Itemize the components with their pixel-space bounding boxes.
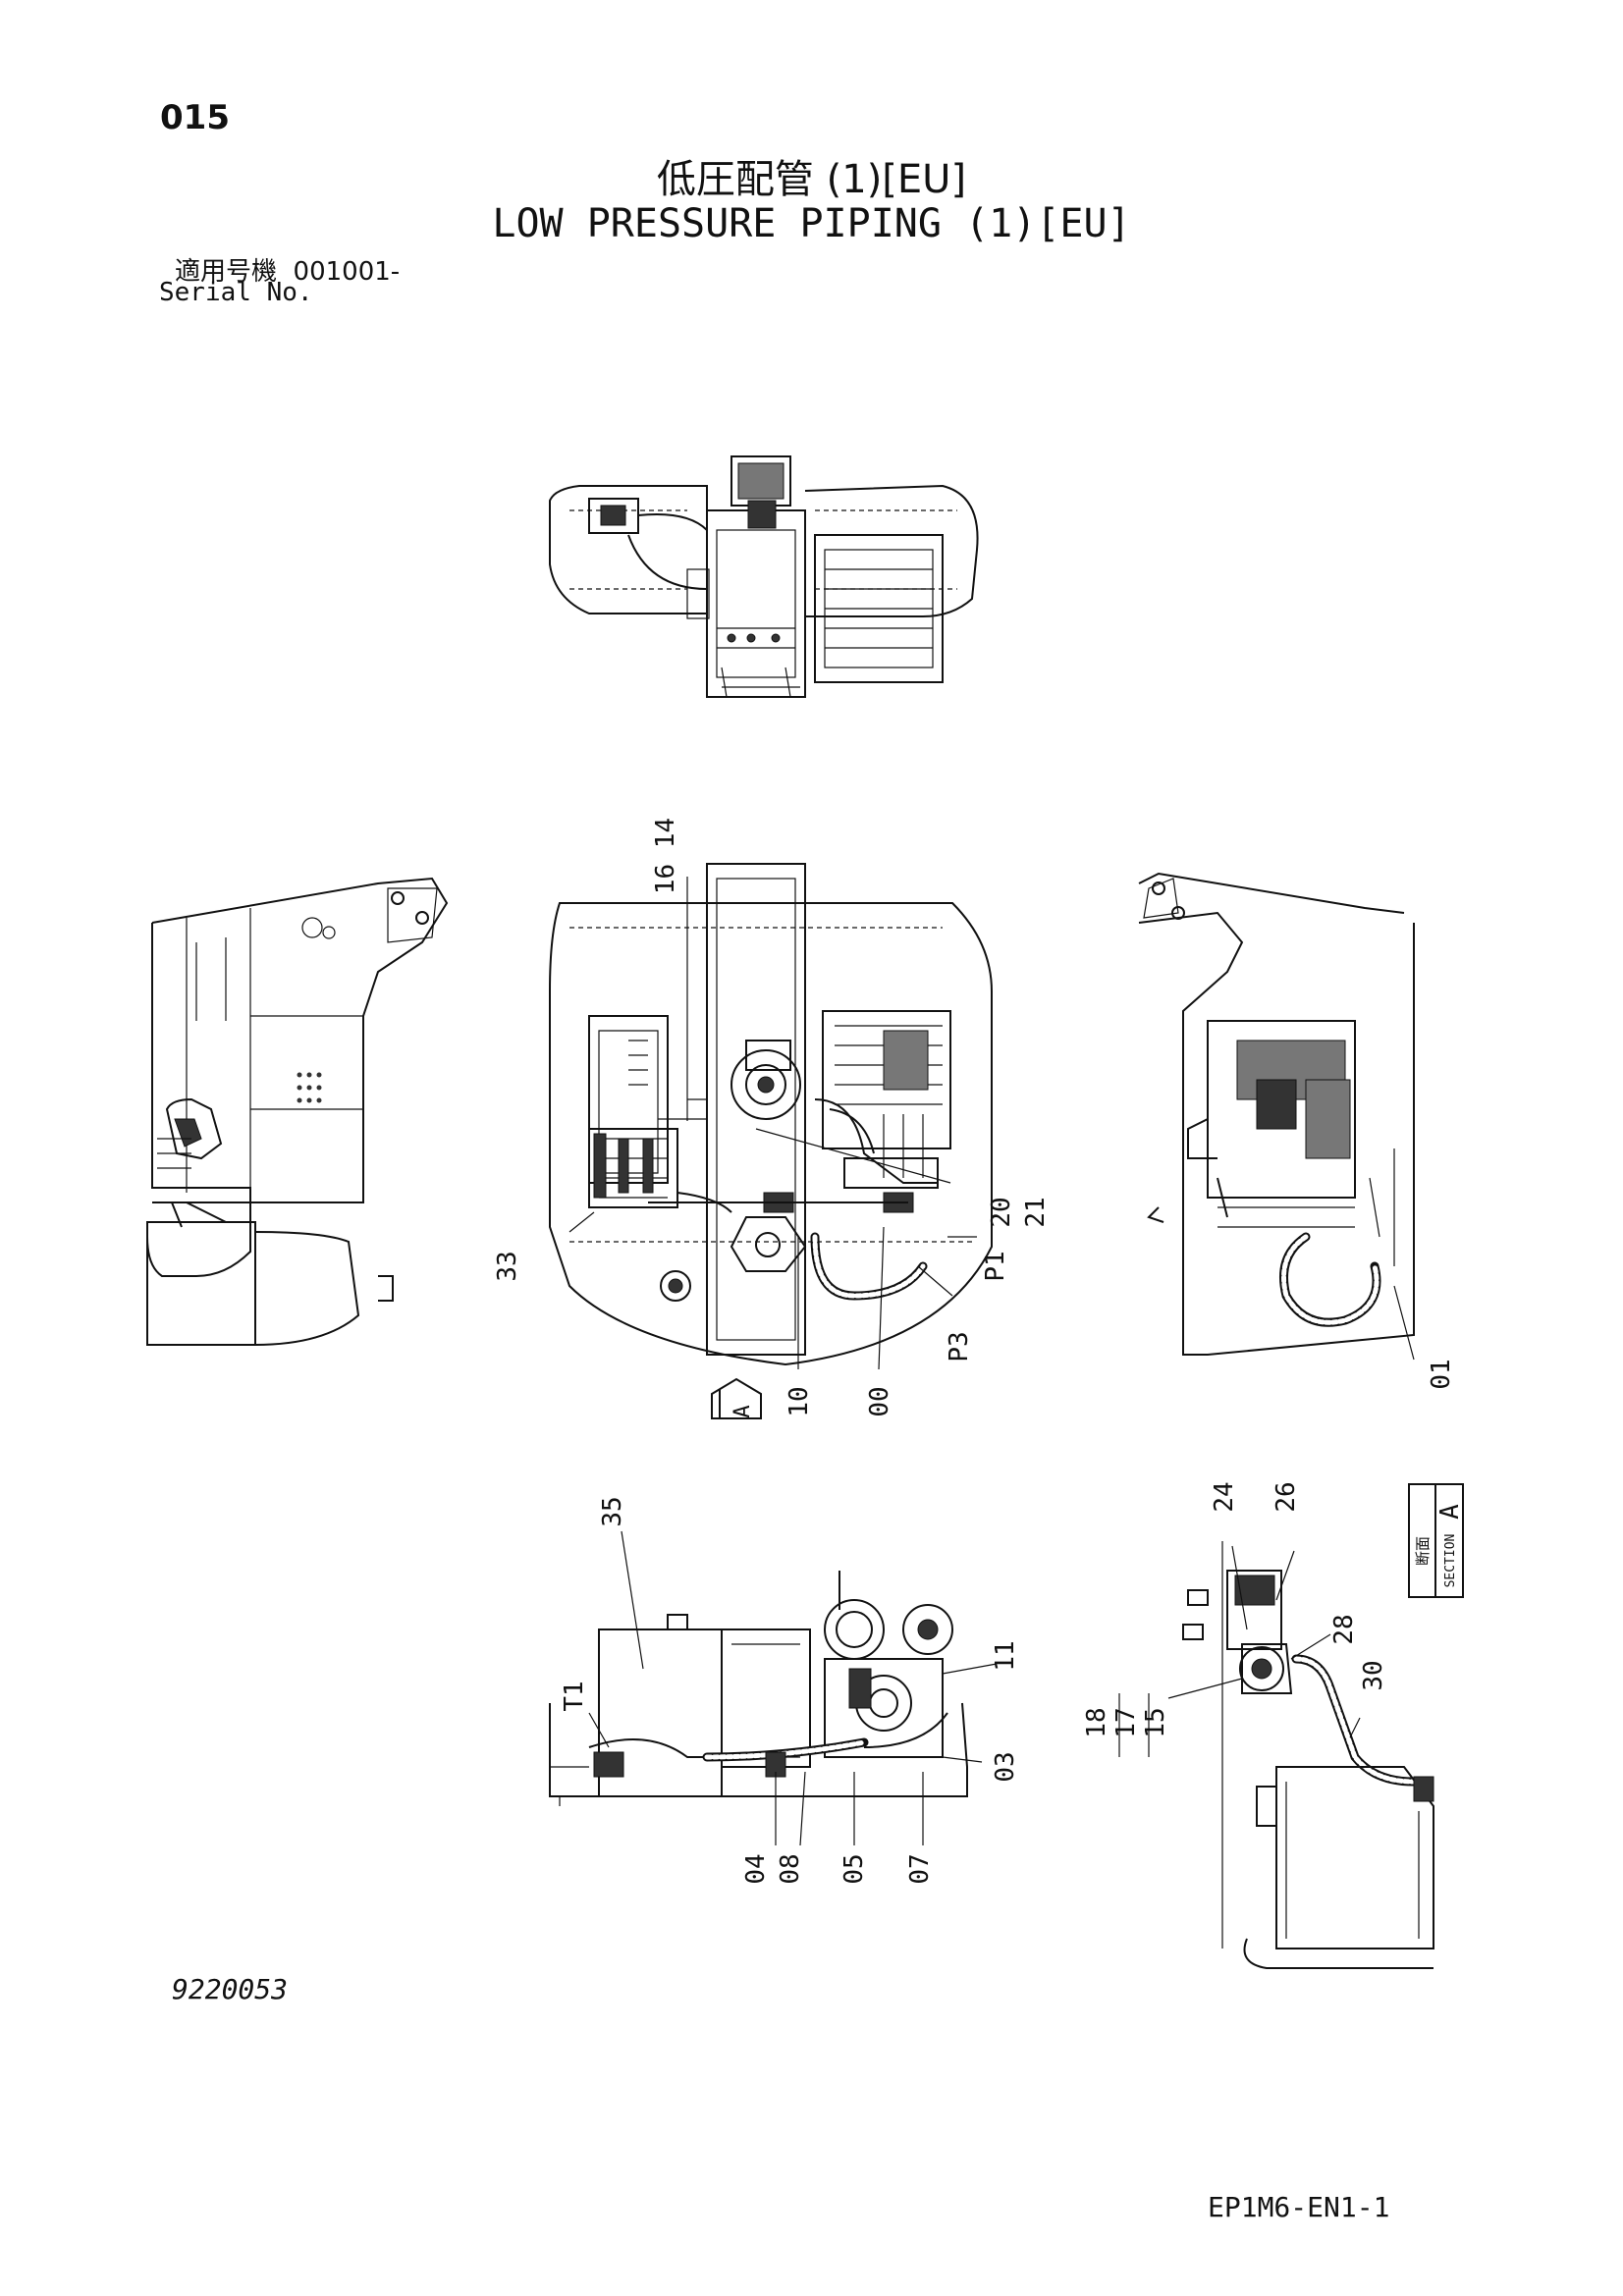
callout-18: 18 <box>1082 1707 1111 1737</box>
callout-11: 11 <box>991 1640 1020 1671</box>
section-arrow-a <box>711 1377 762 1419</box>
callout-17: 17 <box>1111 1707 1141 1737</box>
drawing-number: 9220053 <box>172 1973 289 2005</box>
bottom-side-view-drawing <box>549 1571 968 1806</box>
top-view-drawing <box>549 455 979 698</box>
serial-value: 001001- <box>293 257 401 287</box>
callout-24: 24 <box>1210 1481 1239 1512</box>
callout-26: 26 <box>1271 1481 1301 1512</box>
section-box-letter: A <box>1435 1504 1465 1520</box>
page-title-english: LOW PRESSURE PIPING (1)[EU] <box>492 201 1131 246</box>
page-title-japanese: 低圧配管 (1)[EU] <box>656 157 967 202</box>
page-number: 015 <box>160 98 230 137</box>
callout-07: 07 <box>905 1853 935 1884</box>
callout-35: 35 <box>598 1496 627 1526</box>
bottom-callout-leaders <box>588 1530 998 1846</box>
callout-00: 00 <box>865 1386 894 1416</box>
serial-applicability: 適用号機 001001- <box>175 251 400 288</box>
callout-a-arrow: A <box>730 1405 755 1417</box>
callout-08: 08 <box>776 1853 805 1884</box>
right-side-view-drawing <box>1138 872 1415 1361</box>
callout-p1: P1 <box>981 1251 1010 1281</box>
callout-04: 04 <box>741 1853 771 1884</box>
callout-15: 15 <box>1141 1707 1170 1737</box>
serial-label-jp: 適用号機 <box>175 257 278 287</box>
callout-10: 10 <box>784 1386 814 1416</box>
center-callout-leaders <box>568 877 977 1370</box>
callout-16-14: 16 14 <box>651 818 680 894</box>
callout-20: 20 <box>987 1197 1016 1227</box>
callout-21: 21 <box>1021 1197 1051 1227</box>
callout-p3: P3 <box>945 1331 974 1362</box>
callout-33: 33 <box>493 1251 522 1281</box>
callout-28: 28 <box>1329 1614 1359 1644</box>
callout-t1: T1 <box>560 1681 589 1711</box>
center-plan-view-drawing <box>549 863 993 1366</box>
serial-label-en: Serial No. <box>159 278 313 307</box>
callout-03: 03 <box>991 1751 1020 1782</box>
callout-05: 05 <box>839 1853 869 1884</box>
document-code: EP1M6-EN1-1 <box>1208 2191 1390 2223</box>
section-a-label-box: A 断面 SECTION <box>1408 1483 1465 1598</box>
section-a-detail-drawing <box>1182 1541 1434 1969</box>
section-a-callout-leaders <box>1167 1545 1361 1738</box>
left-side-view-drawing <box>146 877 449 1346</box>
callout-30: 30 <box>1359 1660 1388 1690</box>
callout-01: 01 <box>1427 1359 1456 1389</box>
section-box-label-en: SECTION <box>1443 1534 1458 1588</box>
section-box-label-jp: 断面 <box>1414 1536 1432 1566</box>
callout-numbers: 16 14 20 21 33 10 00 P3 P1 A 01 35 T1 11… <box>493 818 1456 1885</box>
